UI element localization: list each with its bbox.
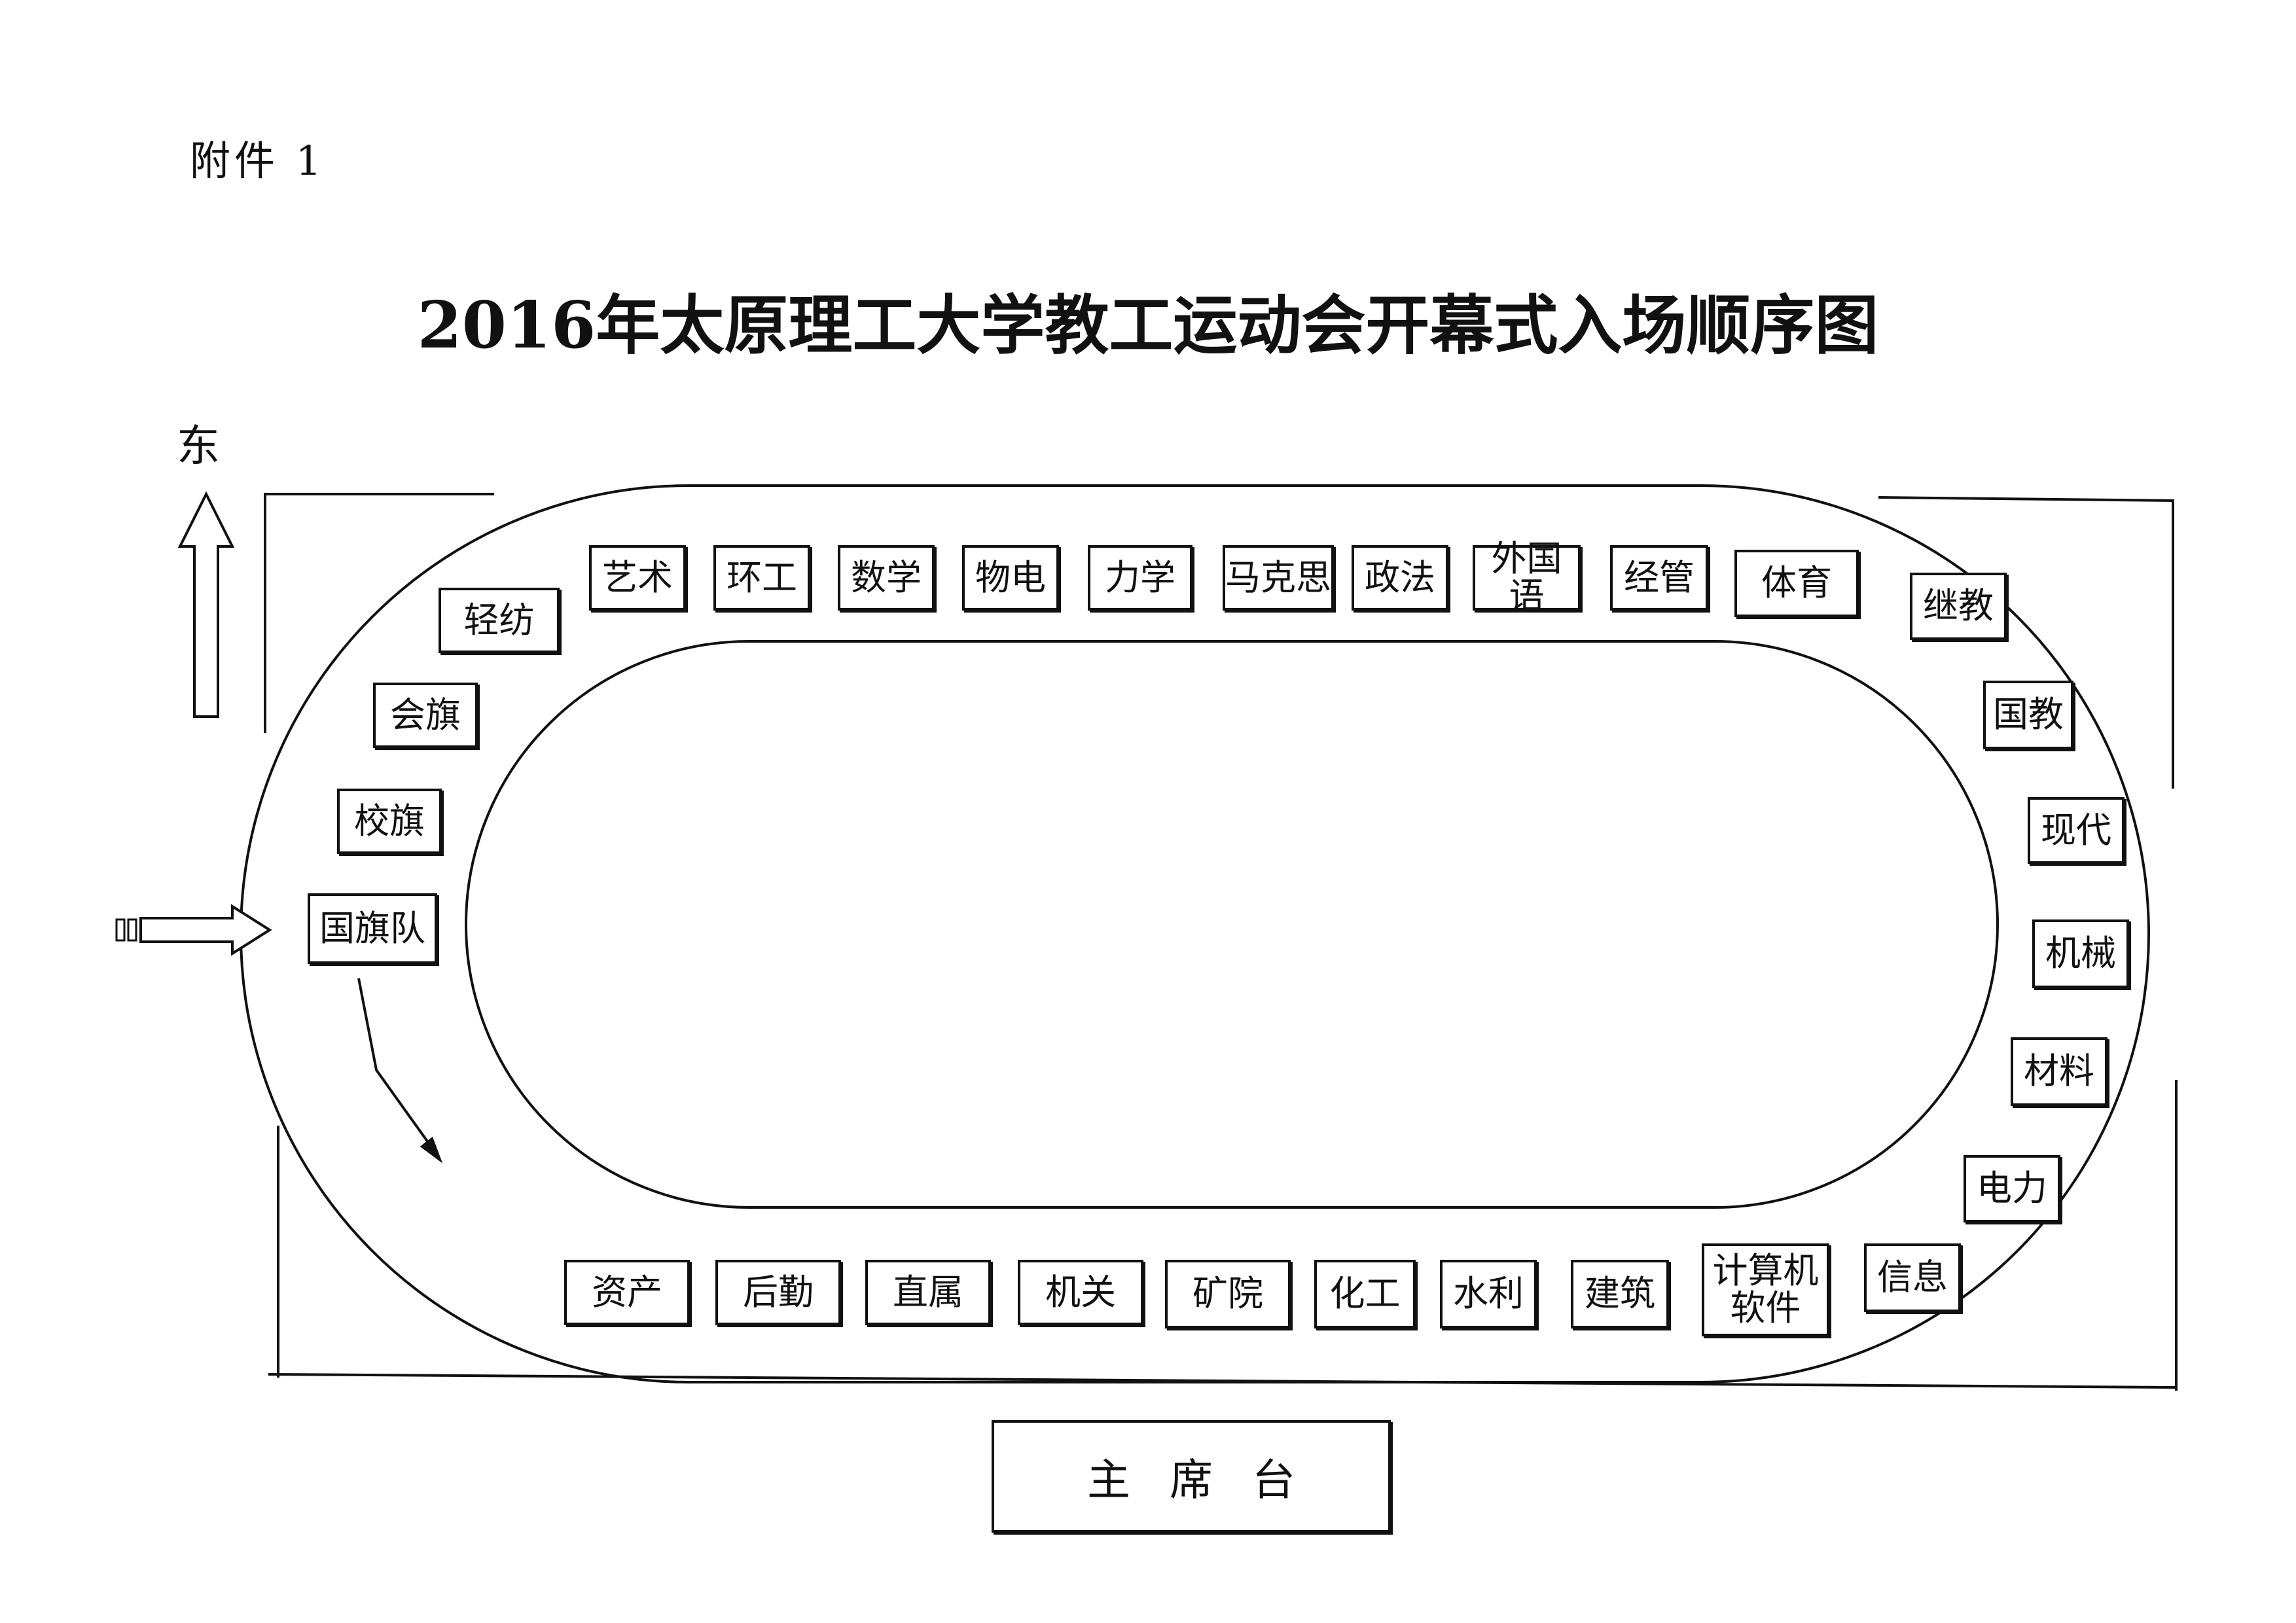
team-box-huangong: 环工 (713, 545, 810, 611)
team-box-jiguan: 机关 (1018, 1260, 1143, 1325)
team-box-jingguan: 经管 (1610, 545, 1708, 611)
team-box-lixue: 力学 (1088, 545, 1193, 611)
attachment-label: 附件 1 (190, 137, 326, 185)
team-box-zhishu: 直属 (865, 1260, 991, 1325)
team-box-qingfang: 轻纺 (439, 588, 560, 653)
team-box-jisuanji: 计算机 软件 (1702, 1243, 1829, 1336)
diagram-title: 2016年太原理工大学教工运动会开幕式入场顺序图 (417, 288, 1879, 363)
team-box-games-flag: 会旗 (373, 683, 478, 748)
frame-top-left (264, 493, 494, 733)
team-box-waiguoyu: 外国语 (1473, 540, 1581, 615)
team-box-flag-team: 国旗队 (308, 893, 437, 964)
frame-top-right (1878, 496, 2174, 789)
team-box-xiandai: 现代 (2028, 797, 2125, 864)
team-box-shuili: 水利 (1440, 1260, 1537, 1329)
team-box-cailiao: 材料 (2011, 1037, 2108, 1106)
entrance-arrow-icon (115, 904, 272, 956)
team-box-huagong: 化工 (1314, 1260, 1416, 1329)
team-box-jijiao: 继教 (1910, 573, 2007, 640)
team-box-school-flag: 校旗 (337, 789, 442, 854)
team-box-dianli: 电力 (1964, 1155, 2060, 1222)
team-box-zichan: 资产 (564, 1260, 690, 1325)
team-box-wudian: 物电 (962, 545, 1059, 611)
team-box-guojiao: 国教 (1983, 681, 2073, 749)
march-direction-arrow-icon (357, 978, 443, 1164)
team-box-shuxue: 数学 (838, 545, 935, 611)
team-box-tiyu: 体育 (1734, 550, 1859, 617)
team-box-houqin: 后勤 (715, 1260, 841, 1325)
inner-track (465, 640, 1999, 1209)
team-box-yishu: 艺术 (589, 545, 686, 611)
team-box-kuangyuan: 矿院 (1165, 1260, 1291, 1329)
east-direction-label: 东 (177, 421, 220, 471)
east-arrow-icon (177, 491, 235, 718)
main-stand: 主席台 (992, 1420, 1391, 1533)
team-box-makesi: 马克思 (1223, 545, 1334, 611)
team-box-zhengfa: 政法 (1352, 545, 1448, 611)
team-box-jixie: 机械 (2032, 919, 2129, 988)
team-box-jianzhu: 建筑 (1571, 1260, 1669, 1329)
team-box-xinxi: 信息 (1864, 1243, 1961, 1312)
